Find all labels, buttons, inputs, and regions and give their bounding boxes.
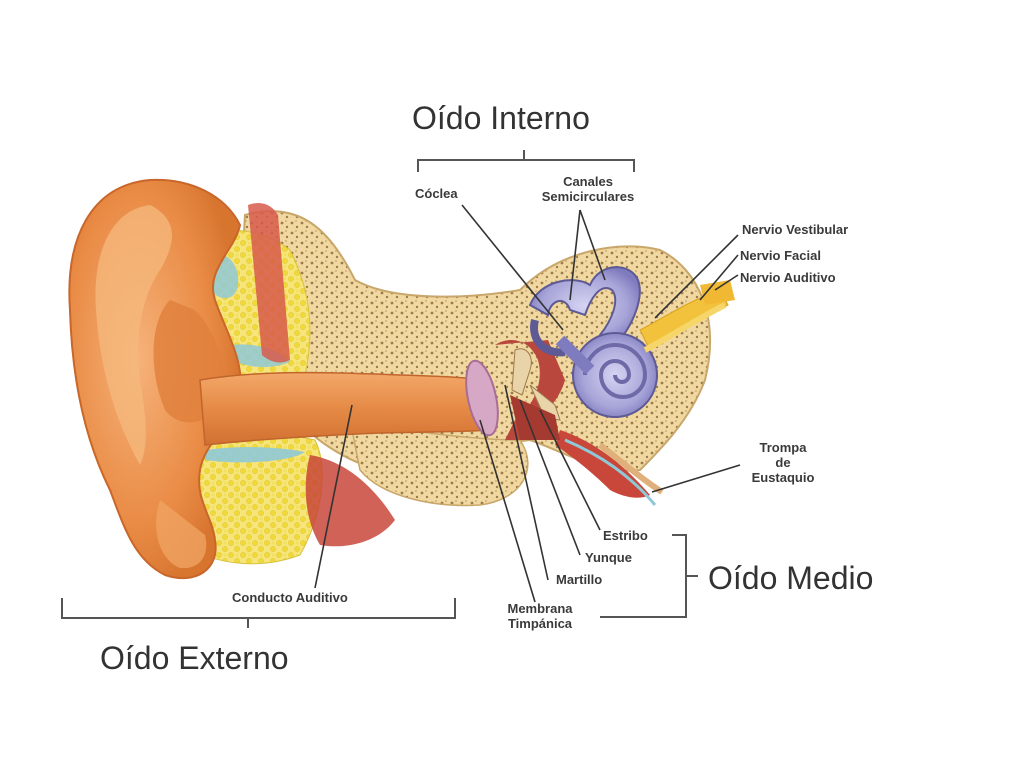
leader-martillo: [504, 384, 549, 581]
leader-conducto: [314, 404, 353, 589]
label-conducto-auditivo: Conducto Auditivo: [232, 590, 348, 605]
bracket-middle: [600, 534, 687, 618]
bracket-outer: [61, 598, 456, 619]
label-membrana: Membrana Timpánica: [490, 601, 590, 631]
label-membrana-line1: Membrana: [507, 601, 573, 616]
leader-lines: [314, 204, 741, 603]
label-nervio-vestibular: Nervio Vestibular: [742, 222, 849, 237]
label-estribo: Estribo: [603, 528, 648, 543]
label-trompa-line3: Eustaquio: [751, 470, 815, 485]
label-trompa: Trompa de Eustaquio: [728, 440, 838, 485]
section-title-middle: Oído Medio: [708, 560, 874, 596]
brackets: [61, 150, 698, 628]
leader-trompa: [651, 464, 741, 493]
label-nervio-auditivo: Nervio Auditivo: [740, 270, 836, 285]
leader-estribo: [539, 409, 601, 531]
leader-canales-b: [579, 209, 606, 281]
eustachian-tube: [598, 442, 664, 495]
label-coclea: Cóclea: [415, 186, 458, 201]
auricle: [68, 178, 242, 580]
leader-coclea: [461, 204, 564, 331]
label-trompa-line1: Trompa: [759, 440, 807, 455]
muscle-tissue: [248, 203, 657, 547]
leader-nervio-facial: [699, 254, 739, 301]
label-yunque: Yunque: [585, 550, 632, 565]
leader-canales-a: [569, 209, 581, 301]
leader-nervio-auditivo: [714, 274, 739, 291]
label-trompa-line2: de: [775, 455, 791, 470]
bracket-inner: [417, 159, 635, 172]
label-canales-line2: Semicirculares: [541, 189, 635, 204]
leader-nervio-vestibular: [654, 234, 739, 319]
label-martillo: Martillo: [556, 572, 603, 587]
nerves: [639, 280, 735, 353]
section-title-inner: Oído Interno: [412, 100, 590, 136]
label-canales-line1: Canales: [563, 174, 613, 189]
label-nervio-facial: Nervio Facial: [740, 248, 821, 263]
label-canales: Canales Semicirculares: [518, 174, 658, 204]
leader-membrana: [479, 419, 536, 603]
label-membrana-line2: Timpánica: [507, 616, 573, 631]
leader-yunque: [519, 399, 581, 556]
tympanic-membrane: [465, 359, 499, 437]
section-title-outer: Oído Externo: [100, 640, 289, 676]
cochlea: [555, 332, 658, 418]
